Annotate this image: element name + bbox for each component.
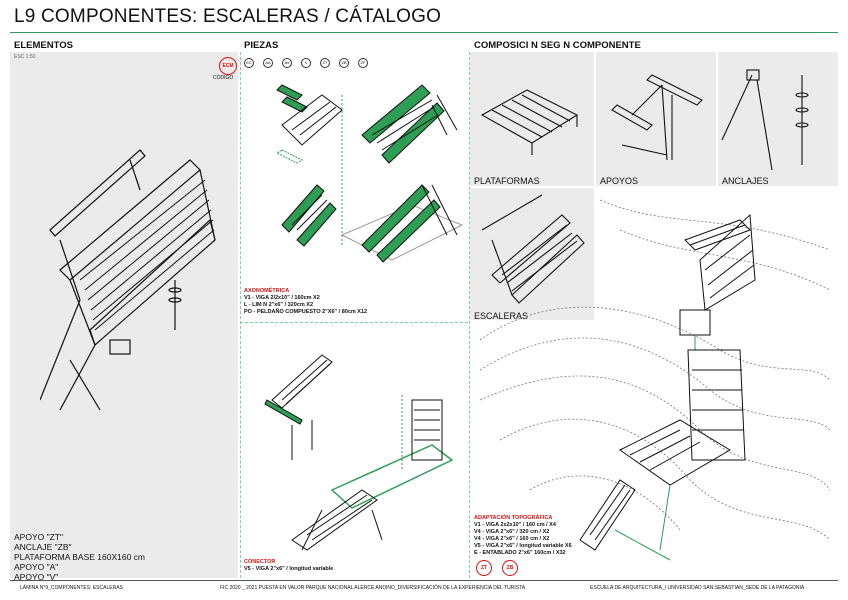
piece-code: ZB	[339, 58, 349, 68]
piece-code: V	[301, 58, 311, 68]
apoyos-panel	[596, 52, 716, 186]
piece-codes-row: EC AA AV V ZT ZB ZF	[244, 56, 379, 68]
component-label-anclajes: ANCLAJES	[722, 176, 769, 186]
axonometrica-title: AXONOMÉTRICA	[244, 288, 290, 294]
elements-list: APOYO "ZT" ANCLAJE "ZB" PLATAFORMA BASE …	[14, 532, 145, 582]
footer-school: ESCUELA DE ARQUITECTURA_I UNIVERSIDAD SA…	[590, 585, 805, 591]
piezas-divider	[240, 322, 468, 323]
escaleras-panel	[470, 188, 594, 320]
conector-drawing	[264, 354, 454, 551]
topographic-adaptation-drawing	[479, 199, 831, 561]
piece-code: ZT	[320, 58, 330, 68]
section-piezas-title: PIEZAS	[244, 40, 279, 51]
piece-code: AV	[282, 58, 292, 68]
zb-badge: ZB	[502, 560, 518, 576]
adaptacion-line: V1 - VIGA 2x2x10" / 160 cm / X4	[474, 522, 556, 528]
column-divider-right	[469, 52, 470, 578]
piezas-exploded-drawings	[275, 84, 464, 263]
title-rule	[10, 32, 838, 33]
element-item: APOYO "ZT"	[14, 532, 64, 542]
adaptacion-line: V5 - VIGA 2"x6" / longitud variable X6	[474, 543, 572, 549]
adaptacion-line: V4 - VIGA 2"x6" / 160 cm / X2	[474, 536, 550, 542]
component-label-apoyos: APOYOS	[600, 176, 639, 186]
codigo-label: CODIGO	[213, 75, 234, 81]
zt-badge: ZT	[476, 560, 492, 576]
footer-sheet: LÁMINA N°9_COMPONENTES: ESCALERAS	[20, 585, 123, 591]
piece-code: ZF	[358, 58, 368, 68]
adaptacion-line: E - ENTABLADO 2"x6" 160cm / X32	[474, 550, 566, 556]
footer-project: FIC 2020 _ 2021 PUESTA EN VALOR PARQUE N…	[220, 585, 526, 591]
scale-note: ESC 1:50	[14, 54, 36, 60]
conector-title: CONECTOR	[244, 559, 276, 565]
anclajes-panel	[718, 52, 838, 186]
element-item: APOYO "V"	[14, 572, 59, 582]
column-divider-left	[240, 52, 241, 578]
adaptacion-title: ADAPTACIÓN TOPOGRÁFICA	[474, 515, 553, 521]
conector-line: V5 - VIGA 2"x6" / longitud variable	[244, 566, 334, 572]
adaptacion-line: V4 - VIGA 2"x6" / 320 cm / X2	[474, 529, 550, 535]
axonometrica-line: L - LIM N 2"x6" / 320cm X2	[244, 302, 314, 308]
codigo-badge: ECM	[219, 57, 237, 75]
piece-code: AA	[263, 58, 273, 68]
element-item: PLATAFORMA BASE 160X160 cm	[14, 552, 146, 562]
section-elementos-title: ELEMENTOS	[14, 40, 73, 51]
elementos-panel	[10, 52, 238, 578]
component-label-escaleras: ESCALERAS	[474, 311, 529, 321]
element-item: ANCLAJE "ZB"	[14, 542, 72, 552]
elementos-staircase-drawing	[40, 149, 216, 411]
footer: LÁMINA N°9_COMPONENTES: ESCALERAS FIC 20…	[10, 580, 838, 595]
conector-spec: CONECTOR V5 - VIGA 2"x6" / longitud vari…	[244, 559, 333, 573]
piece-code: EC	[244, 58, 254, 68]
axonometrica-spec: AXONOMÉTRICA V1 - VIGA 2/2x10" / 160cm X…	[244, 288, 367, 316]
section-composicion-title: COMPOSICI N SEG N COMPONENTE	[474, 40, 641, 51]
axonometrica-line: V1 - VIGA 2/2x10" / 160cm X2	[244, 295, 320, 301]
axonometrica-line: PO - PELDAÑO COMPUESTO 2"X6" / 80cm X12	[244, 309, 368, 315]
composicion-drawings	[480, 69, 809, 304]
plataformas-panel	[470, 52, 594, 186]
component-label-plataformas: PLATAFORMAS	[474, 176, 540, 186]
page-title: L9 COMPONENTES: ESCALERAS / CÁTALOGO	[14, 6, 442, 27]
adaptacion-spec: ADAPTACIÓN TOPOGRÁFICA V1 - VIGA 2x2x10"…	[474, 515, 572, 557]
element-item: APOYO "A"	[14, 562, 59, 572]
